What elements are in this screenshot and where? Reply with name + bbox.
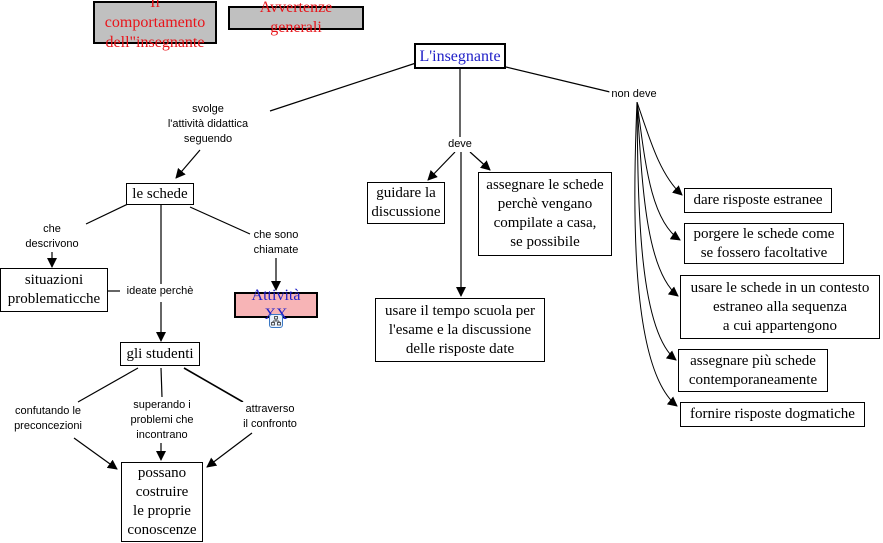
general-warnings-button[interactable]: Avvertenze generali — [228, 0, 364, 36]
concept-guidare-discussione[interactable]: guidare la discussione — [367, 182, 445, 224]
link-leschede-chedescrivono — [85, 202, 131, 225]
link-confutando-possano — [73, 437, 118, 470]
concept-assegnare-casa[interactable]: assegnare le schede perchè vengano compi… — [478, 172, 612, 256]
phrase-svolge: svolge l'attività didattica seguendo — [165, 102, 251, 147]
concept-map-link-icon[interactable] — [269, 314, 283, 328]
concept-assegnare-piu-schede[interactable]: assegnare più schede contemporaneamente — [678, 349, 828, 392]
concept-porgere-schede[interactable]: porgere le schede come se fossero facolt… — [684, 223, 844, 264]
link-nondeve-assegnarepiu — [636, 101, 677, 361]
link-nondeve-dare — [636, 101, 683, 196]
concept-dare-risposte-estranee[interactable]: dare risposte estranee — [684, 188, 832, 213]
concept-root-insegnante[interactable]: L'insegnante — [414, 43, 506, 69]
link-nondeve-fornire — [634, 101, 678, 407]
link-studenti-confutando — [77, 367, 139, 403]
link-deve-assegnare — [469, 151, 491, 171]
concept-usare-tempo-scuola[interactable]: usare il tempo scuola per l'esame e la d… — [375, 298, 545, 362]
link-root-svolge — [269, 62, 417, 112]
concept-usare-schede-contesto[interactable]: usare le schede in un contesto estraneo … — [680, 275, 880, 339]
concept-situazioni-problematicche[interactable]: situazioni problematicche — [0, 268, 108, 312]
behavior-button[interactable]: Il comportamento dell"insegnante — [93, 0, 217, 51]
phrase-non-deve: non deve — [609, 87, 659, 102]
link-nondeve-usarecontesto — [636, 101, 679, 297]
link-studenti-superando — [160, 367, 163, 398]
link-studenti-attraverso — [183, 367, 244, 403]
phrase-attraverso: attraverso il confronto — [241, 402, 299, 432]
link-leschede-chesono — [189, 206, 251, 235]
phrase-superando: superando i problemi che incontrano — [128, 398, 196, 443]
concept-possano-costruire[interactable]: possano costruire le proprie conoscenze — [121, 462, 203, 542]
concept-gli-studenti[interactable]: gli studenti — [120, 342, 200, 366]
link-nondeve-porgere — [636, 101, 681, 241]
phrase-che-descrivono: che descrivono — [23, 222, 81, 252]
phrase-che-sono-chiamate: che sono chiamate — [251, 228, 301, 258]
link-attraverso-possano — [206, 432, 253, 468]
concept-le-schede[interactable]: le schede — [126, 183, 194, 205]
concept-fornire-risposte-dogmatiche[interactable]: fornire risposte dogmatiche — [680, 402, 865, 427]
link-root-nondeve — [505, 66, 611, 93]
link-svolge-leschede — [175, 149, 201, 179]
phrase-ideate-perche: ideate perchè — [124, 284, 196, 299]
phrase-deve: deve — [446, 137, 474, 152]
phrase-confutando: confutando le preconcezioni — [12, 404, 84, 434]
link-deve-guidare — [427, 151, 456, 181]
